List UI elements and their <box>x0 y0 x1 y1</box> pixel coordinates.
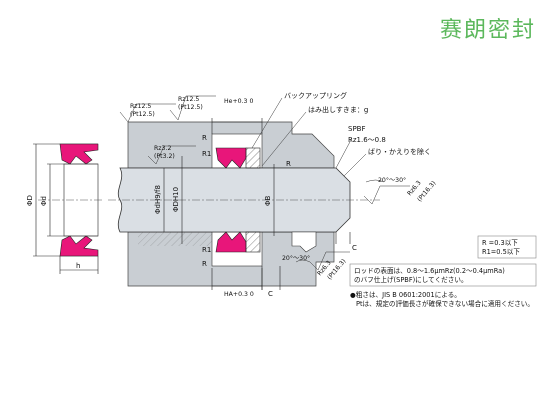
radius-r1-upper: R1 <box>202 150 211 158</box>
dim-c-lower: C <box>268 290 273 298</box>
label-spbf-roughness: Rz1.6〜0.8 <box>348 136 386 144</box>
rod-surface-note-line2: のバフ仕上げ(SPBF)にしてください。 <box>354 275 468 284</box>
wiper-notch <box>291 231 317 253</box>
angle-arc-rod <box>365 179 385 183</box>
svg-text:(Pt12.5): (Pt12.5) <box>130 111 155 118</box>
radius-note-box <box>477 235 537 259</box>
housing-hatch <box>138 232 212 246</box>
angle-rod-chamfer: 20°〜30° <box>378 176 406 184</box>
label-backup-ring: バックアップリング <box>284 91 347 100</box>
dim-ha-groove-length: HA+0.3 0 <box>224 291 254 298</box>
dim-inner-diameter: Φd <box>40 196 48 206</box>
seal-cross-section: ΦD Φd h <box>26 143 104 274</box>
label-spbf: SPBF <box>348 125 366 133</box>
housing-assembly <box>108 121 380 287</box>
radius-r-lower: R <box>202 260 207 268</box>
roughness-callout-top-left: Rz12.5 (Pt12.5) <box>119 103 176 123</box>
svg-text:(Pt3.2): (Pt3.2) <box>154 153 175 160</box>
label-deburr: ばり・かえりを除く <box>368 147 431 156</box>
dim-seal-height: h <box>76 262 80 270</box>
backup-ring-upper <box>245 147 261 169</box>
svg-text:Rz3.2: Rz3.2 <box>154 145 171 152</box>
radius-r1-lower: R1 <box>202 246 211 254</box>
dim-phi-b: ΦB <box>264 195 272 206</box>
angle-arc-housing <box>295 259 311 263</box>
angle-housing-chamfer: 20°〜30° <box>282 254 310 262</box>
radius-note-line2: R1=0.5以下 <box>482 248 520 256</box>
dim-rod-diameter: ΦdH9/f8 <box>154 185 162 214</box>
roughness-callout-groove: Rz3.2 (Pt3.2) <box>147 145 196 165</box>
standard-note-line1: ●粗さは、JIS B 0601:2001による。 <box>350 290 461 299</box>
seal-lower-section <box>59 235 99 257</box>
dim-bore-diameter: ΦDH10 <box>172 187 180 212</box>
dim-c-rod-end: C <box>352 244 357 252</box>
label-extrusion-gap: はみ出しすきま：g <box>308 105 368 114</box>
dim-he-groove-length: He+0.3 0 <box>224 98 253 105</box>
radius-note-line1: R =0.3以下 <box>482 239 518 247</box>
radius-r-upper: R <box>202 134 207 142</box>
backup-ring-lower <box>245 231 261 253</box>
svg-text:(Pt12.5): (Pt12.5) <box>178 104 203 111</box>
seal-upper-section <box>59 143 99 165</box>
radius-r-right: R <box>286 160 291 168</box>
svg-text:Rz12.5: Rz12.5 <box>130 103 151 110</box>
svg-text:Rz12.5: Rz12.5 <box>178 96 199 103</box>
dim-outer-diameter: ΦD <box>26 195 34 206</box>
brand-logo-text: 赛朗密封 <box>439 18 536 43</box>
rod-surface-note-box <box>349 263 537 287</box>
standard-note-line2: Ptは、規定の評価長さが確保できない場合に適用ください。 <box>356 299 534 308</box>
roughness-callout-top-mid: Rz12.5 (Pt12.5) <box>169 95 216 121</box>
rod-surface-note-line1: ロッドの表面は、0.8〜1.6μmRz(0.2〜0.4μmRa) <box>354 266 505 275</box>
